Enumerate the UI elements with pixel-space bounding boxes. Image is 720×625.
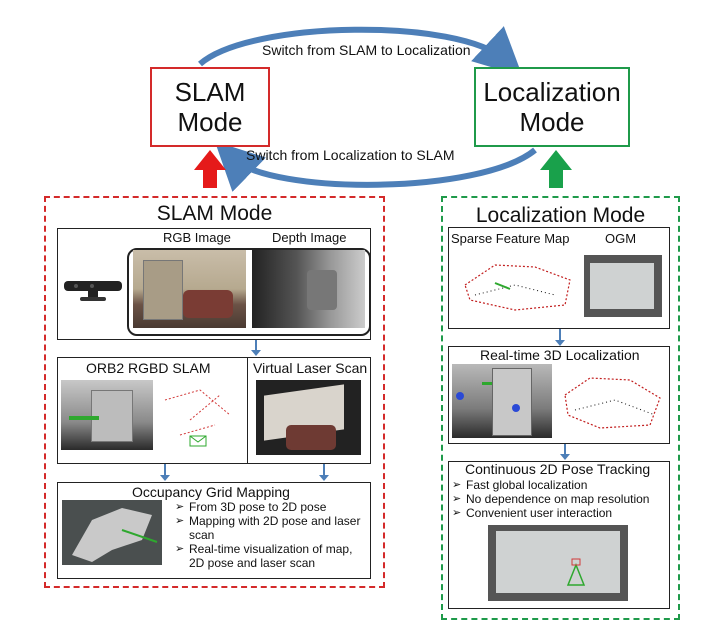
- depth-image: [252, 250, 365, 328]
- pose-tracking-title: Continuous 2D Pose Tracking: [465, 461, 651, 477]
- sparse-map-sketch: [164, 389, 231, 447]
- red-up-arrow: [194, 150, 226, 188]
- arrow-localization-to-slam: [214, 141, 537, 192]
- rgb-image-label: RGB Image: [163, 230, 231, 245]
- localization-panel-title: Localization Mode: [475, 204, 646, 227]
- ogm-bullet-1: From 3D pose to 2D pose: [175, 500, 365, 514]
- realtime-camera-image: [452, 364, 552, 438]
- switch-to-slam-label: Switch from Localization to SLAM: [246, 147, 455, 163]
- tracking-bullet-3: Convenient user interaction: [452, 506, 664, 520]
- rgb-image: [133, 250, 246, 328]
- localization-panel: Localization Mode: [441, 196, 680, 620]
- orb-slam-label: ORB2 RGBD SLAM: [86, 360, 211, 376]
- ogm-bullets: From 3D pose to 2D pose Mapping with 2D …: [175, 500, 365, 570]
- arrow-slam-to-localization: [198, 26, 523, 77]
- switch-to-localization-label: Switch from SLAM to Localization: [262, 42, 471, 58]
- pose-tracking-bullets: Fast global localization No dependence o…: [452, 478, 664, 520]
- tracking-bullet-2: No dependence on map resolution: [452, 492, 664, 506]
- sparse-feature-label: Sparse Feature Map: [451, 231, 570, 246]
- realtime-localization-label: Real-time 3D Localization: [480, 347, 640, 363]
- sparse-feature-map-image: [464, 264, 571, 311]
- virtual-laser-image: [256, 380, 361, 455]
- ogm-bullet-2: Mapping with 2D pose and laser scan: [175, 514, 365, 542]
- tracking-bullet-1: Fast global localization: [452, 478, 664, 492]
- ogm-bullet-3: Real-time visualization of map, 2D pose …: [175, 542, 365, 570]
- slam-panel-title: SLAM Mode: [156, 202, 273, 225]
- green-up-arrow: [540, 150, 572, 188]
- kinect-sensor-icon: [64, 281, 122, 301]
- orb-slam-image: [61, 380, 153, 450]
- pose-tracking-map-image: [488, 525, 628, 601]
- ogm-mapping-image: [62, 500, 162, 565]
- ogm-label: OGM: [605, 231, 637, 246]
- ogm-map-image: [584, 255, 662, 317]
- ogm-mapping-title: Occupancy Grid Mapping: [132, 484, 290, 500]
- cycle-arrows: [194, 26, 572, 192]
- depth-image-label: Depth Image: [272, 230, 347, 245]
- virtual-laser-label: Virtual Laser Scan: [253, 360, 368, 376]
- realtime-sparse-map-image: [564, 377, 661, 429]
- slam-panel: SLAM Mode: [44, 196, 385, 588]
